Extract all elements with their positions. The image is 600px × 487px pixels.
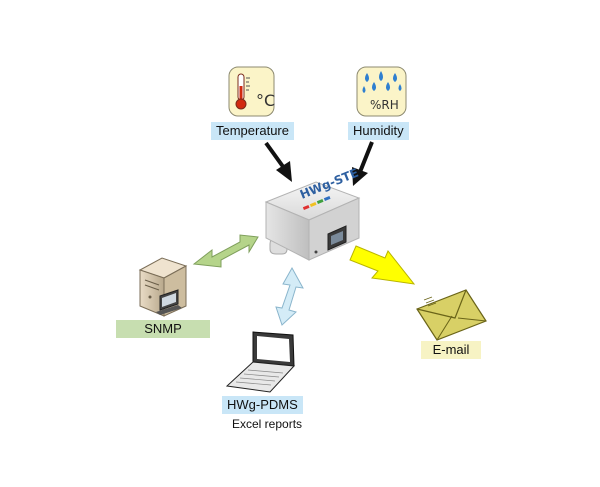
snmp-label: SNMP [116, 320, 210, 338]
humidity-label: Humidity [348, 122, 409, 140]
arrow-snmp-device [192, 234, 259, 268]
temperature-label: Temperature [211, 122, 294, 140]
envelope-icon [416, 289, 487, 341]
laptop-icon [225, 331, 296, 393]
email-label: E-mail [421, 341, 481, 359]
server-icon [138, 257, 188, 317]
thermometer-icon: °C [228, 66, 275, 117]
arrow-pdms-device [275, 266, 304, 326]
hwg-ste-device: HWg-STE [264, 166, 360, 261]
rh-unit: %RH [370, 98, 399, 112]
arrow-humidity-to-device [352, 141, 374, 186]
excel-reports-label: Excel reports [232, 417, 303, 431]
device-color-strip [302, 195, 331, 210]
arrow-device-to-email [349, 245, 416, 285]
celsius-unit: °C [256, 91, 275, 110]
humidity-icon: %RH [356, 66, 407, 117]
arrow-temperature-to-device [264, 141, 292, 182]
pdms-label: HWg-PDMS [222, 396, 303, 414]
